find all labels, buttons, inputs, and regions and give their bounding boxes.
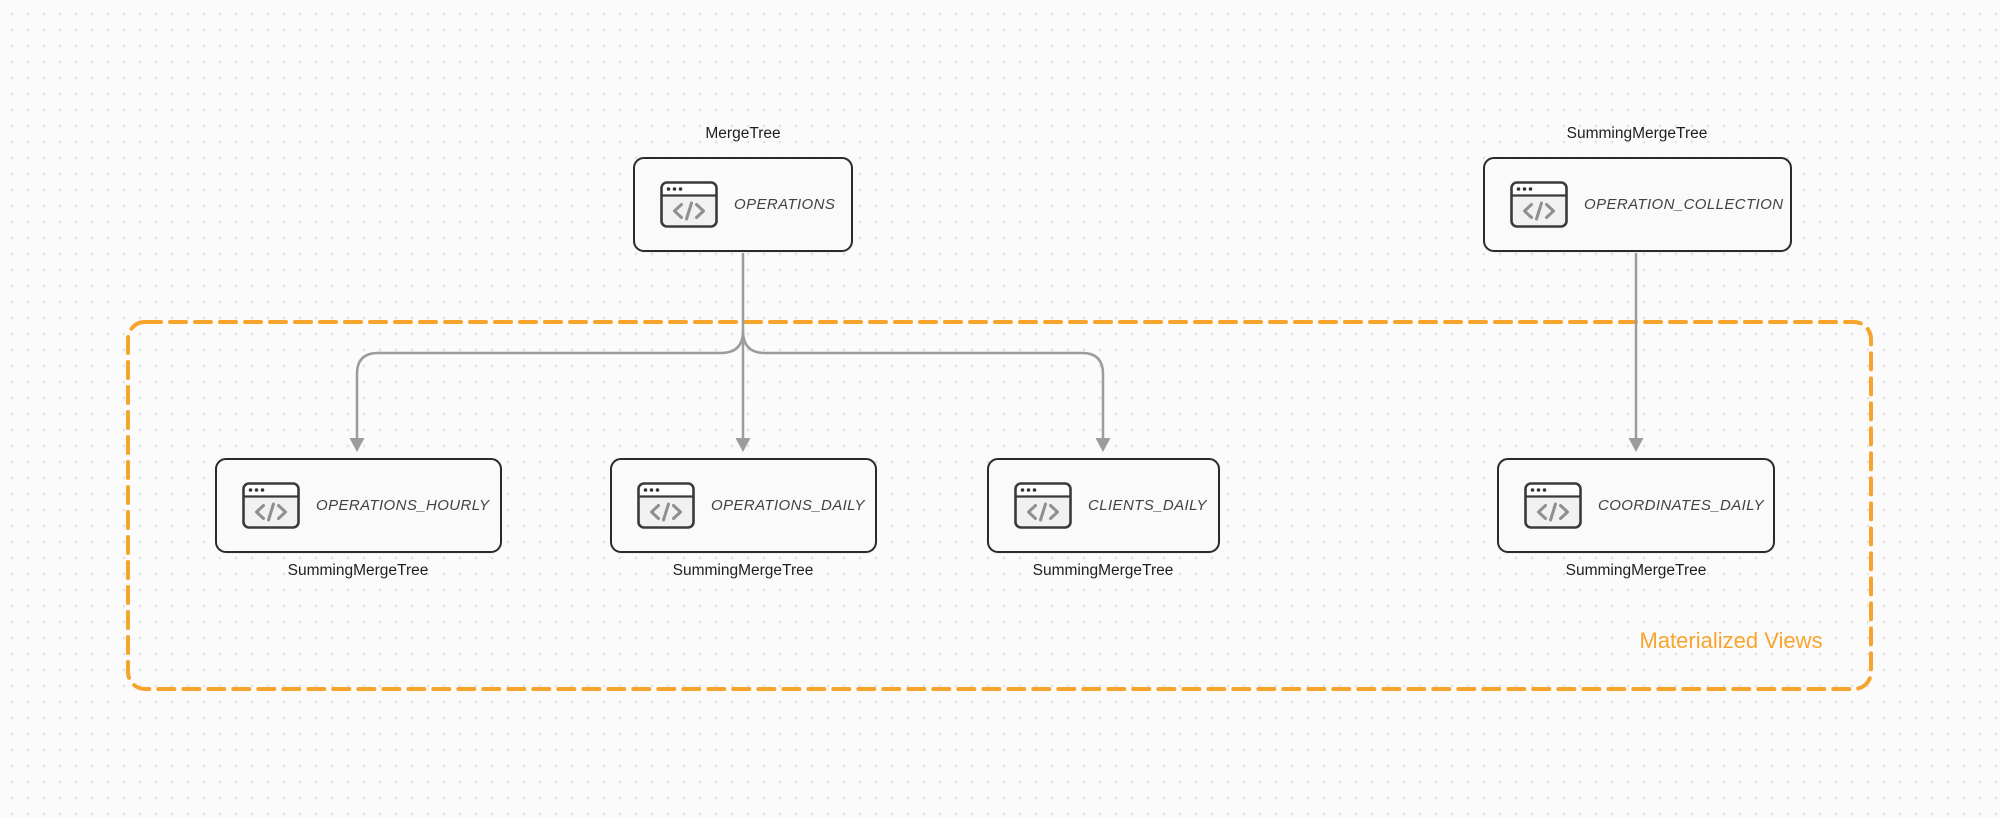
engine-label-summingmergetree: SummingMergeTree xyxy=(287,562,429,579)
engine-label-summingmergetree: SummingMergeTree xyxy=(1032,562,1174,579)
code-window-icon xyxy=(660,181,718,228)
table-node-operations-hourly[interactable]: OPERATIONS_HOURLY xyxy=(215,458,502,553)
table-name: COORDINATES_DAILY xyxy=(1598,497,1765,514)
code-window-icon xyxy=(637,482,695,529)
code-window-icon xyxy=(1510,181,1568,228)
table-node-operations-daily[interactable]: OPERATIONS_DAILY xyxy=(610,458,877,553)
engine-label-summingmergetree: SummingMergeTree xyxy=(1565,562,1707,579)
engine-label-mergetree: MergeTree xyxy=(705,125,781,142)
table-node-operations[interactable]: OPERATIONS xyxy=(633,157,853,252)
edge-operations-to-operations-daily[interactable] xyxy=(735,253,751,452)
edge-operation-collection-to-coordinates-daily[interactable] xyxy=(1628,253,1644,452)
edge-operations-to-operations-hourly[interactable] xyxy=(349,330,745,452)
engine-label-summingmergetree: SummingMergeTree xyxy=(672,562,814,579)
materialized-views-label[interactable]: Materialized Views xyxy=(1639,628,1823,653)
materialized-views-frame[interactable] xyxy=(126,320,1873,691)
code-window-icon xyxy=(242,482,300,529)
table-name: OPERATIONS_DAILY xyxy=(711,497,865,514)
table-name: CLIENTS_DAILY xyxy=(1088,497,1207,514)
table-name: OPERATION_COLLECTION xyxy=(1584,196,1784,213)
engine-label-summingmergetree: SummingMergeTree xyxy=(1566,125,1708,142)
table-node-operation-collection[interactable]: OPERATION_COLLECTION xyxy=(1483,157,1792,252)
table-node-coordinates-daily[interactable]: COORDINATES_DAILY xyxy=(1497,458,1775,553)
table-node-clients-daily[interactable]: CLIENTS_DAILY xyxy=(987,458,1220,553)
edge-operations-to-clients-daily[interactable] xyxy=(741,330,1111,452)
table-name: OPERATIONS xyxy=(734,196,836,213)
code-window-icon xyxy=(1014,482,1072,529)
table-name: OPERATIONS_HOURLY xyxy=(316,497,490,514)
code-window-icon xyxy=(1524,482,1582,529)
